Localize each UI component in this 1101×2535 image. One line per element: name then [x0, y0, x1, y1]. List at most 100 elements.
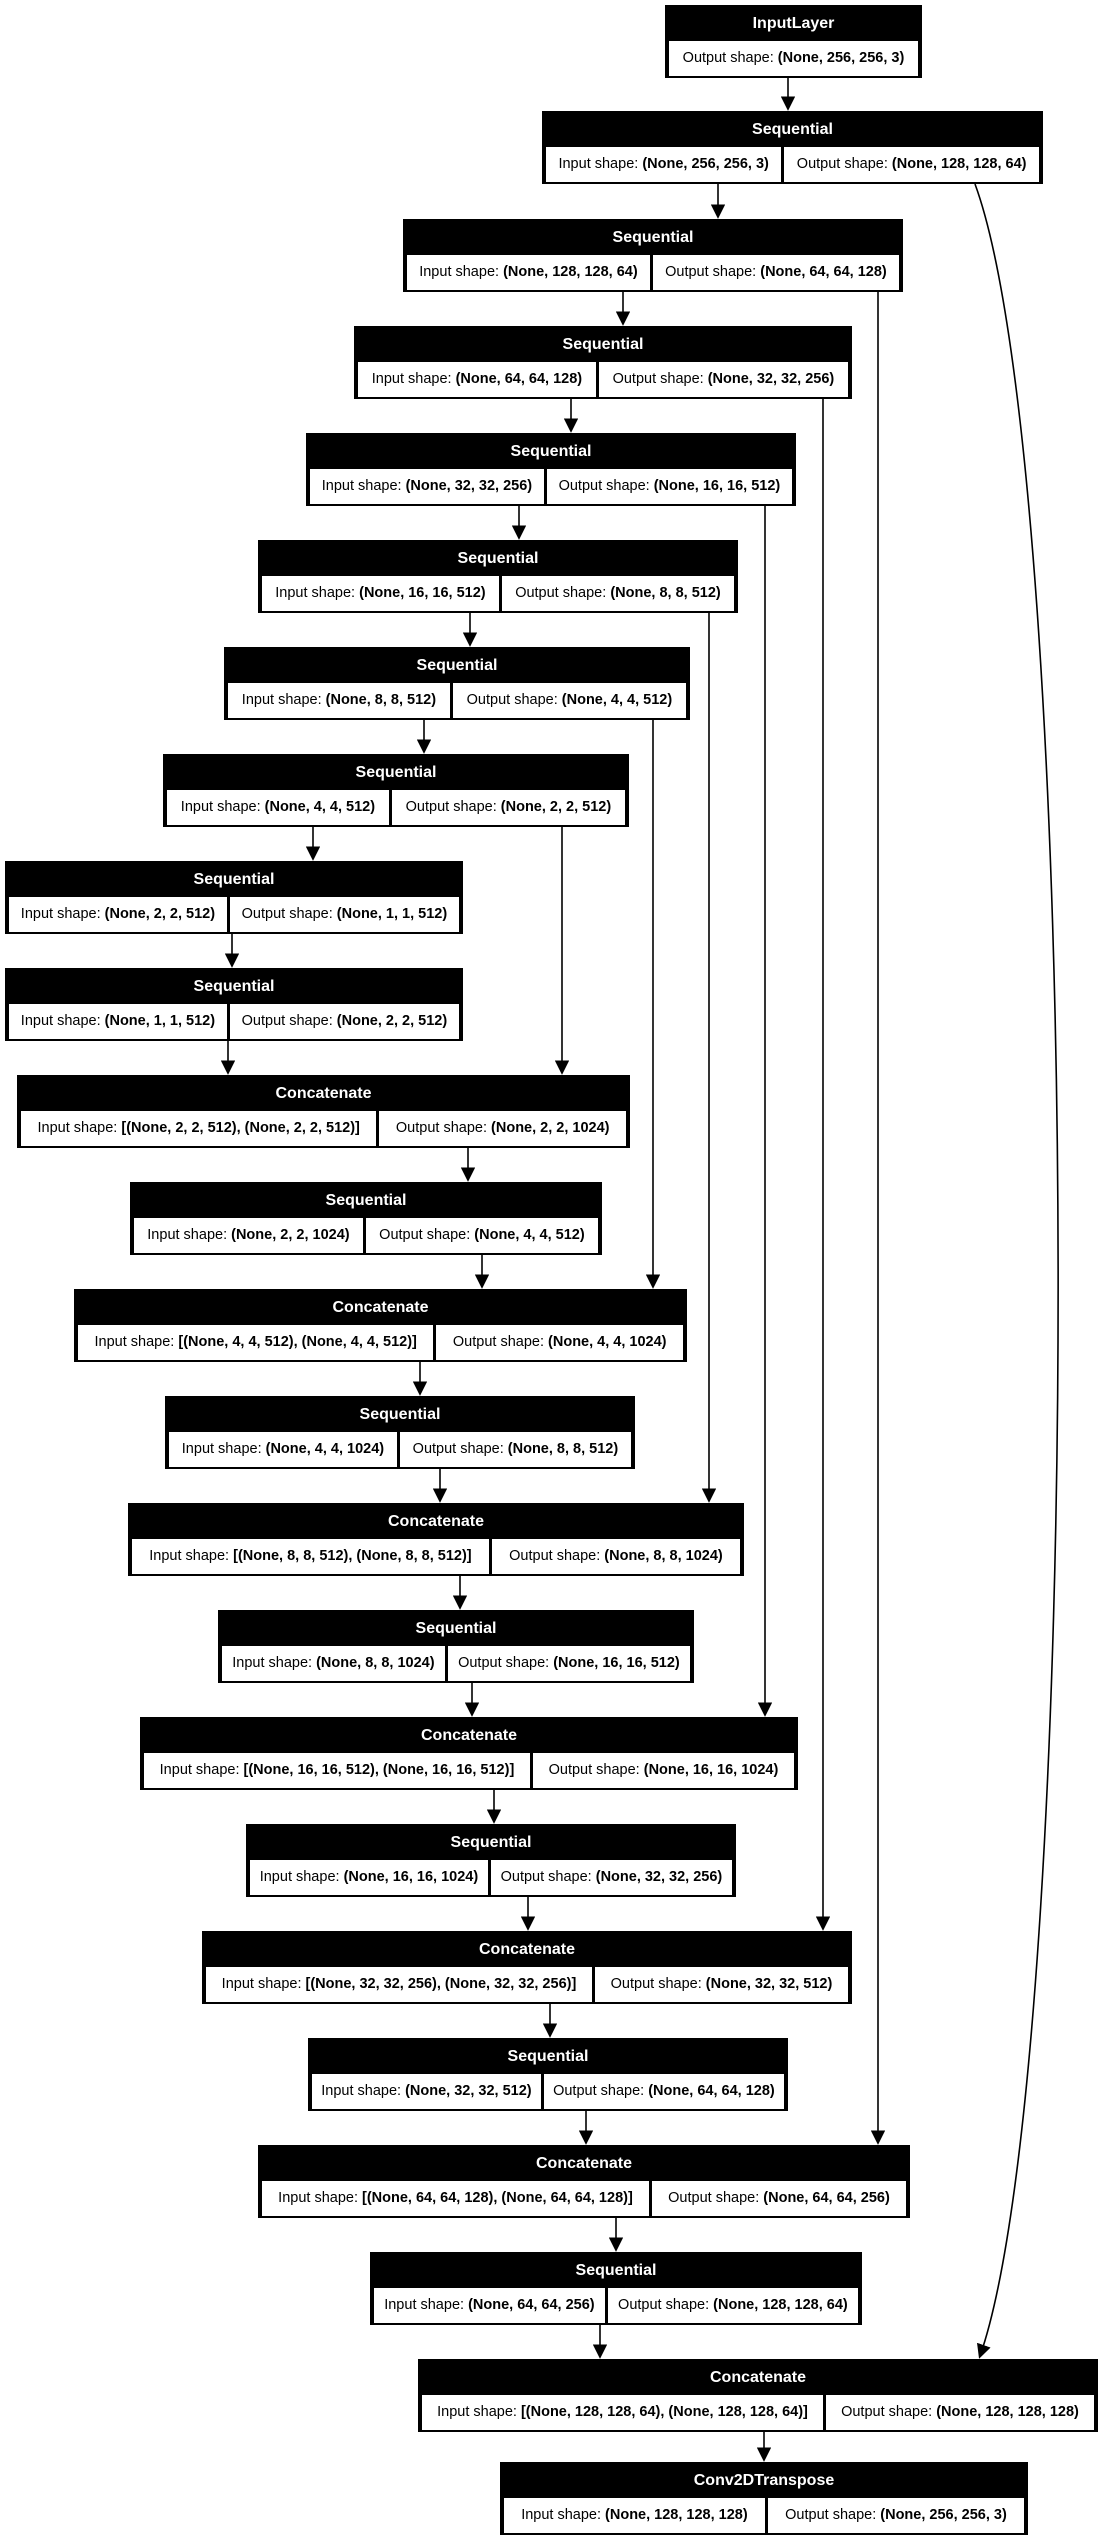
output-shape-value: (None, 16, 16, 1024) [643, 1762, 779, 1778]
output-shape-value: (None, 128, 128, 64) [713, 2297, 848, 2313]
output-shape-cell: Output shape: (None, 256, 256, 3) [669, 41, 918, 76]
input-shape-value: [(None, 16, 16, 512), (None, 16, 16, 512… [243, 1762, 515, 1778]
node-shape-row: Input shape: (None, 128, 128, 128)Output… [502, 2498, 1026, 2535]
input-shape-value: (None, 1, 1, 512) [104, 1013, 216, 1029]
node-shape-row: Input shape: (None, 1, 1, 512) Output sha… [7, 1004, 461, 1041]
input-shape-label: Input shape: [149, 1548, 234, 1564]
output-shape-cell: Output shape: (None, 32, 32, 256) [598, 362, 848, 397]
input-shape-label: Input shape: [159, 1762, 244, 1778]
input-shape-value: [(None, 8, 8, 512), (None, 8, 8, 512)] [233, 1548, 472, 1564]
output-shape-value: (None, 32, 32, 256) [707, 371, 835, 387]
input-shape-cell: Input shape: (None, 4, 4, 1024) [169, 1432, 397, 1467]
node-shape-row: Input shape: (None, 64, 64, 256)Output s… [372, 2288, 860, 2325]
output-shape-label: Output shape: [241, 906, 337, 922]
output-shape-label: Output shape: [558, 478, 654, 494]
input-shape-cell: Input shape: (None, 8, 8, 1024) [222, 1646, 445, 1681]
edges-group [220, 78, 1059, 2462]
input-shape-cell: Input shape: [(None, 128, 128, 64), (Non… [422, 2395, 823, 2430]
output-shape-label: Output shape: [682, 50, 778, 66]
input-shape-label: Input shape: [232, 1655, 317, 1671]
node-shape-row: Input shape: (None, 16, 16, 512)Output s… [260, 576, 736, 613]
output-shape-cell: Output shape: (None, 8, 8, 512) [501, 576, 734, 611]
input-shape-value: (None, 128, 128, 64) [503, 264, 638, 280]
node-shape-row: Input shape: (None, 8, 8, 512)Output sha… [226, 683, 688, 720]
output-shape-cell: Output shape: (None, 1, 1, 512) [229, 897, 459, 932]
input-shape-value: (None, 2, 2, 1024) [231, 1227, 350, 1243]
input-shape-label: Input shape: [147, 1227, 232, 1243]
input-shape-value: [(None, 32, 32, 256), (None, 32, 32, 256… [305, 1976, 577, 1992]
input-shape-label: Input shape: [321, 2083, 406, 2099]
input-shape-cell: Input shape: (None, 32, 32, 512) [312, 2074, 541, 2109]
node-title: Sequential [226, 649, 688, 683]
output-shape-cell: Output shape: (None, 2, 2, 512) [391, 790, 625, 825]
input-shape-value: [(None, 2, 2, 512), (None, 2, 2, 512)] [121, 1120, 360, 1136]
input-shape-label: Input shape: [437, 2404, 521, 2420]
input-shape-cell: Input shape: (None, 16, 16, 512) [262, 576, 499, 611]
input-shape-label: Input shape: [371, 371, 456, 387]
output-shape-label: Output shape: [548, 1762, 644, 1778]
node-title: Sequential [372, 2254, 860, 2288]
node-shape-row: Input shape: [(None, 64, 64, 128), (None… [260, 2181, 908, 2218]
input-shape-value: (None, 16, 16, 1024) [343, 1869, 479, 1885]
output-shape-cell: Output shape: (None, 256, 256, 3) [767, 2498, 1025, 2533]
input-shape-value: [(None, 64, 64, 128), (None, 64, 64, 128… [362, 2190, 633, 2206]
node-shape-row: Input shape: (None, 2, 2, 512)Output sha… [7, 897, 461, 934]
input-shape-cell: Input shape: (None, 2, 2, 512) [9, 897, 227, 932]
input-shape-label: Input shape: [94, 1334, 179, 1350]
node-title: InputLayer [667, 7, 920, 41]
input-shape-value: (None, 8, 8, 1024) [316, 1655, 435, 1671]
output-shape-value: (None, 8, 8, 512) [610, 585, 721, 601]
node-title: Sequential [248, 1826, 734, 1860]
node-shape-row: Input shape: (None, 64, 64, 128) Output s… [356, 362, 850, 399]
output-shape-label: Output shape: [515, 585, 611, 601]
input-shape-value: (None, 4, 4, 1024) [265, 1441, 385, 1457]
node-title: Sequential [167, 1398, 633, 1432]
input-shape-value: (None, 32, 32, 512) [405, 2083, 532, 2099]
output-shape-value: (None, 2, 2, 512) [500, 799, 612, 815]
input-shape-value: (None, 2, 2, 512) [104, 906, 216, 922]
output-shape-label: Output shape: [796, 156, 892, 172]
node-shape-row: Output shape: (None, 256, 256, 3) [667, 41, 920, 78]
output-shape-label: Output shape: [500, 1869, 596, 1885]
output-shape-label: Output shape: [553, 2083, 649, 2099]
input-shape-cell: Input shape: [(None, 32, 32, 256), (None… [206, 1967, 592, 2002]
input-shape-cell: Input shape: (None, 128, 128, 64) [407, 255, 650, 290]
skip-edge-2-to-23 [974, 183, 1059, 2359]
output-shape-label: Output shape: [452, 1334, 549, 1350]
node-title: Sequential [220, 1612, 692, 1646]
node-title: Conv2DTranspose [502, 2464, 1026, 2498]
node-shape-row: Input shape: (None, 32, 32, 256)Output s… [308, 469, 794, 506]
node-shape-row: Input shape: [(None, 128, 128, 64), (Non… [420, 2395, 1096, 2432]
input-shape-cell: Input shape: (None, 128, 128, 128) [504, 2498, 765, 2533]
input-shape-cell: Input shape: [(None, 64, 64, 128), (None… [262, 2181, 649, 2216]
input-shape-cell: Input shape: [(None, 4, 4, 512), (None, … [78, 1325, 434, 1360]
input-shape-value: (None, 64, 64, 128) [455, 371, 583, 387]
output-shape-label: Output shape: [241, 1013, 337, 1029]
node-title: Concatenate [420, 2361, 1096, 2395]
output-shape-value: (None, 64, 64, 256) [763, 2190, 890, 2206]
node-title: Sequential [308, 435, 794, 469]
node-shape-row: Input shape: [(None, 8, 8, 512), (None, … [130, 1539, 742, 1576]
output-shape-value: (None, 16, 16, 512) [553, 1655, 680, 1671]
input-shape-cell: Input shape: (None, 1, 1, 512) [9, 1004, 227, 1039]
node-shape-row: Input shape: [(None, 16, 16, 512), (None… [142, 1753, 796, 1790]
output-shape-label: Output shape: [610, 1976, 706, 1992]
output-shape-value: (None, 4, 4, 512) [474, 1227, 585, 1243]
output-shape-cell: Output shape: (None, 64, 64, 256) [651, 2181, 906, 2216]
output-shape-value: (None, 64, 64, 128) [760, 264, 887, 280]
output-shape-label: Output shape: [509, 1548, 605, 1564]
input-shape-cell: Input shape: [(None, 8, 8, 512), (None, … [132, 1539, 489, 1574]
output-shape-label: Output shape: [458, 1655, 554, 1671]
output-shape-cell: Output shape: (None, 16, 16, 1024) [532, 1753, 794, 1788]
input-shape-label: Input shape: [181, 1441, 266, 1457]
